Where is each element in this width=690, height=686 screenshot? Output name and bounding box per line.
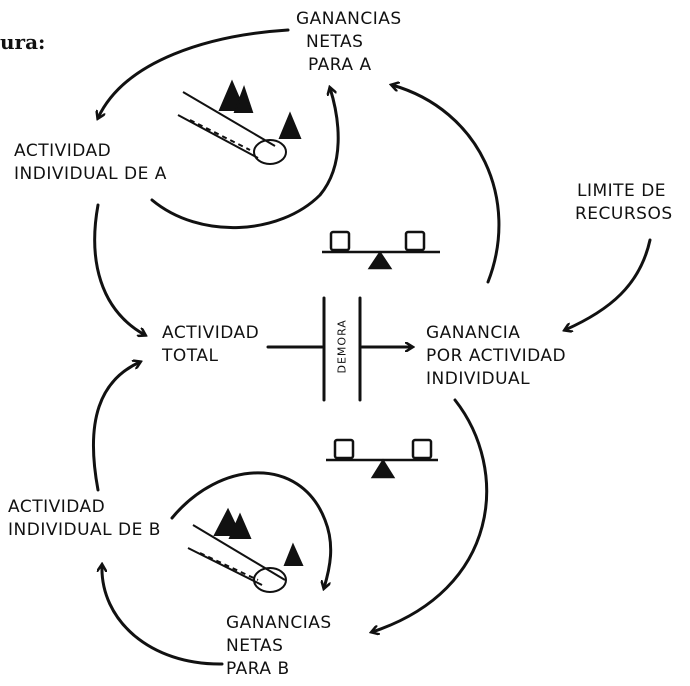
node-line: ACTIVIDAD bbox=[162, 323, 260, 343]
arrow-ganancias-a-to-actividad-a bbox=[98, 28, 290, 118]
node-line: TOTAL bbox=[162, 346, 219, 366]
node-line: PARA B bbox=[226, 659, 290, 679]
node-actividad-total: ACTIVIDAD TOTAL bbox=[162, 322, 259, 368]
header-fragment: ura: bbox=[0, 30, 46, 54]
node-line: NETAS bbox=[306, 32, 364, 52]
snowball-icon bbox=[187, 507, 304, 593]
arrow-limite-to-ganancia bbox=[565, 238, 652, 330]
seesaw-icon bbox=[326, 438, 438, 479]
node-line: PARA A bbox=[308, 55, 372, 75]
arrow-ganancia-to-ganancias-a bbox=[392, 85, 501, 284]
node-line: RECURSOS bbox=[575, 204, 673, 224]
node-ganancias-b: GANANCIAS NETAS PARA B bbox=[226, 612, 332, 681]
node-line: LIMITE DE bbox=[577, 181, 667, 201]
node-line: INDIVIDUAL bbox=[426, 369, 531, 389]
arrow-actividad-a-to-ganancias-a bbox=[150, 88, 340, 230]
delay-label: DEMORA bbox=[335, 319, 349, 374]
node-actividad-b: ACTIVIDAD INDIVIDUAL DE B bbox=[8, 496, 161, 542]
arrow-ganancia-to-ganancias-b bbox=[372, 398, 489, 632]
arrow-actividad-a-to-total bbox=[93, 203, 145, 335]
node-line: NETAS bbox=[226, 636, 284, 656]
node-line: POR ACTIVIDAD bbox=[426, 346, 567, 366]
node-line: INDIVIDUAL DE A bbox=[14, 164, 167, 184]
node-line: GANANCIAS bbox=[296, 9, 402, 29]
node-limite-recursos: LIMITE DE RECURSOS bbox=[575, 180, 673, 226]
node-line: ACTIVIDAD bbox=[8, 497, 106, 517]
snowball-icon bbox=[177, 79, 302, 165]
node-line: GANANCIAS bbox=[226, 613, 332, 633]
node-line: INDIVIDUAL DE B bbox=[8, 520, 161, 540]
node-ganancia-por-actividad: GANANCIA POR ACTIVIDAD INDIVIDUAL bbox=[426, 322, 566, 391]
node-ganancias-a: GANANCIAS NETAS PARA A bbox=[296, 8, 402, 77]
node-line: GANANCIA bbox=[426, 323, 521, 343]
seesaw-icon bbox=[322, 230, 440, 270]
arrow-ganancias-b-to-actividad-b bbox=[102, 565, 224, 666]
arrow-actividad-b-to-total bbox=[91, 362, 140, 492]
node-line: ACTIVIDAD bbox=[14, 141, 112, 161]
arrow-actividad-b-to-ganancias-b bbox=[170, 471, 333, 588]
node-actividad-a: ACTIVIDAD INDIVIDUAL DE A bbox=[14, 140, 167, 186]
